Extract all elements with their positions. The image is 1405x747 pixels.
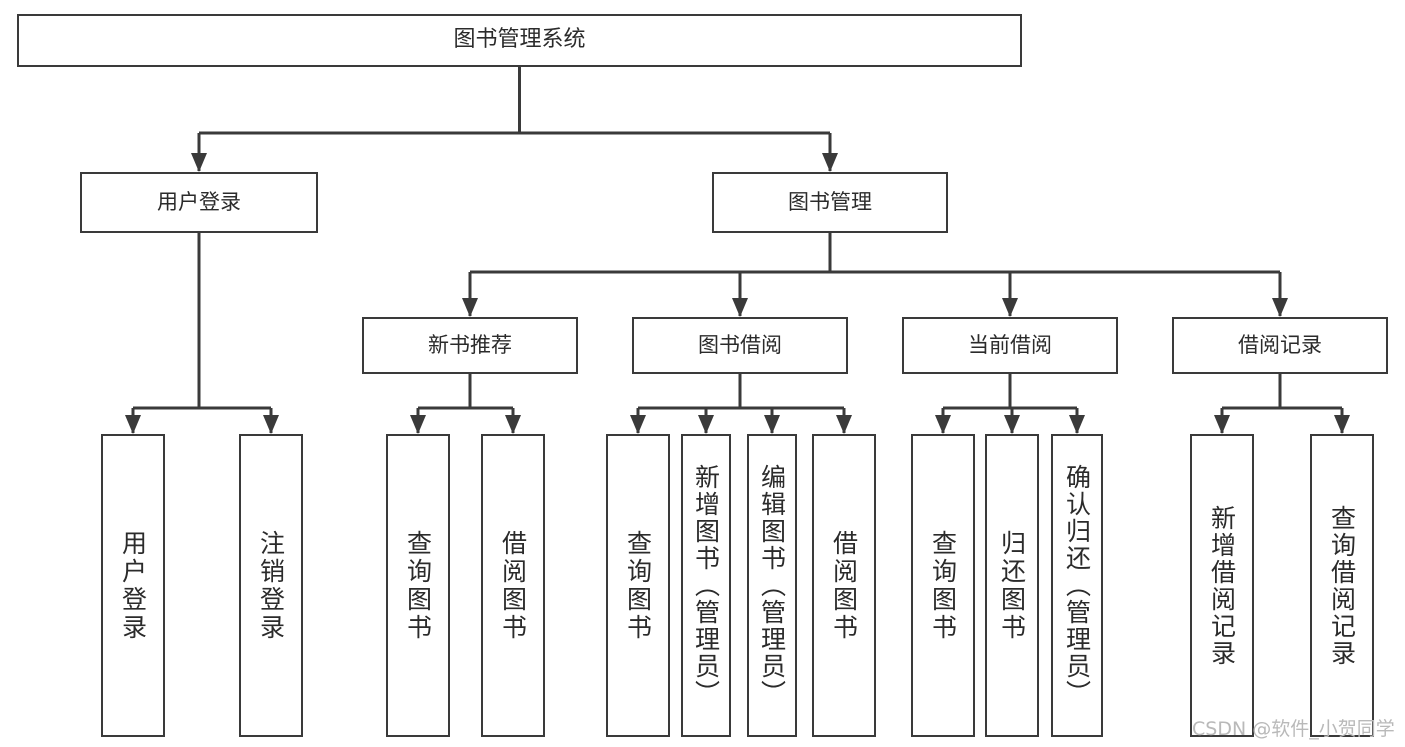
- arrowhead-icon: [263, 415, 279, 434]
- arrowhead-icon: [1069, 415, 1085, 434]
- arrowhead-icon: [505, 415, 521, 434]
- arrowhead-icon: [125, 415, 141, 434]
- arrowhead-icon: [698, 415, 714, 434]
- arrowhead-icon: [1002, 298, 1018, 317]
- node-label: 编辑图书（管理员）: [757, 464, 787, 707]
- node-leaf-confirm-return[interactable]: 确认归还（管理员）: [1051, 434, 1103, 737]
- arrowhead-icon: [822, 153, 838, 172]
- node-user-login[interactable]: 用户登录: [80, 172, 318, 233]
- arrowhead-icon: [1004, 415, 1020, 434]
- node-leaf-add-book[interactable]: 新增图书（管理员）: [681, 434, 731, 737]
- arrowhead-icon: [191, 153, 207, 172]
- node-book-manage[interactable]: 图书管理: [712, 172, 948, 233]
- node-label: 查询图书: [623, 529, 653, 642]
- node-label: 查询图书: [928, 529, 958, 642]
- node-leaf-return-book[interactable]: 归还图书: [985, 434, 1039, 737]
- node-label: 归还图书: [997, 529, 1027, 642]
- node-book-borrow[interactable]: 图书借阅: [632, 317, 848, 374]
- node-label: 用户登录: [118, 529, 148, 642]
- node-label: 图书管理系统: [453, 27, 586, 53]
- node-label: 借阅图书: [829, 529, 859, 642]
- node-leaf-query-record[interactable]: 查询借阅记录: [1310, 434, 1374, 737]
- node-current-borrow[interactable]: 当前借阅: [902, 317, 1118, 374]
- node-leaf-borrow-book-1[interactable]: 借阅图书: [481, 434, 545, 737]
- node-borrow-record[interactable]: 借阅记录: [1172, 317, 1388, 374]
- node-leaf-add-record[interactable]: 新增借阅记录: [1190, 434, 1254, 737]
- node-new-book-rec[interactable]: 新书推荐: [362, 317, 578, 374]
- node-label: 新增借阅记录: [1207, 504, 1237, 667]
- node-leaf-query-book-2[interactable]: 查询图书: [606, 434, 670, 737]
- arrowhead-icon: [935, 415, 951, 434]
- node-root[interactable]: 图书管理系统: [17, 14, 1022, 67]
- node-label: 借阅记录: [1238, 332, 1322, 357]
- arrowhead-icon: [836, 415, 852, 434]
- node-label: 当前借阅: [968, 332, 1052, 357]
- arrowhead-icon: [410, 415, 426, 434]
- arrowhead-icon: [764, 415, 780, 434]
- arrowhead-icon: [1272, 298, 1288, 317]
- node-label: 新增图书（管理员）: [691, 464, 721, 707]
- node-label: 借阅图书: [498, 529, 528, 642]
- node-leaf-query-book-1[interactable]: 查询图书: [386, 434, 450, 737]
- node-leaf-query-book-3[interactable]: 查询图书: [911, 434, 975, 737]
- arrowhead-icon: [462, 298, 478, 317]
- arrowhead-icon: [630, 415, 646, 434]
- arrowhead-icon: [1214, 415, 1230, 434]
- arrowhead-icon: [732, 298, 748, 317]
- watermark-label: CSDN @软件_小贺同学: [1192, 718, 1395, 740]
- node-leaf-borrow-book-2[interactable]: 借阅图书: [812, 434, 876, 737]
- node-label: 查询借阅记录: [1327, 504, 1357, 667]
- node-label: 图书管理: [788, 189, 872, 214]
- node-label: 新书推荐: [428, 332, 512, 357]
- node-label: 用户登录: [157, 189, 241, 214]
- node-label: 注销登录: [256, 529, 286, 642]
- node-label: 图书借阅: [698, 332, 782, 357]
- node-leaf-logout[interactable]: 注销登录: [239, 434, 303, 737]
- node-label: 确认归还（管理员）: [1062, 464, 1092, 707]
- arrowhead-icon: [1334, 415, 1350, 434]
- node-leaf-user-login[interactable]: 用户登录: [101, 434, 165, 737]
- node-leaf-edit-book[interactable]: 编辑图书（管理员）: [747, 434, 797, 737]
- node-label: 查询图书: [403, 529, 433, 642]
